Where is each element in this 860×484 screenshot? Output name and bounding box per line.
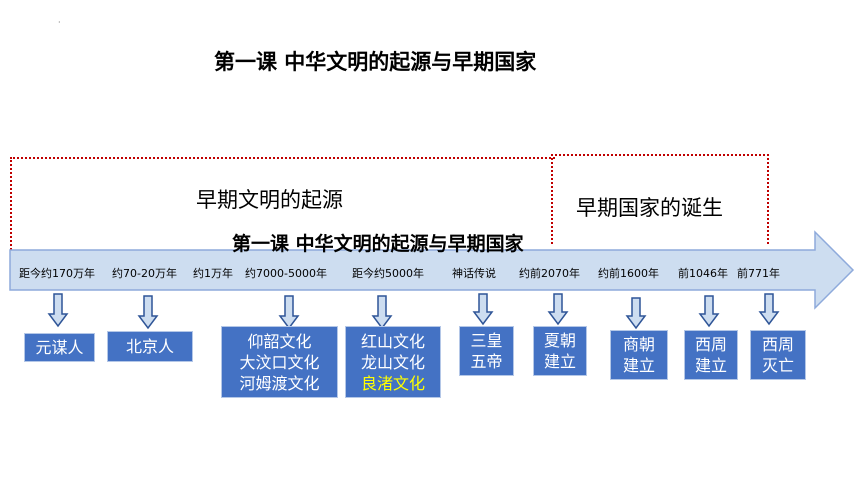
era-label-9: 前1046年 xyxy=(678,267,728,280)
slide-dot: · xyxy=(58,18,61,27)
section-box-early-state xyxy=(551,154,769,244)
down-arrow-8 xyxy=(698,295,720,328)
era-label-4: 约7000-5000年 xyxy=(245,267,327,280)
down-arrow-6 xyxy=(547,293,569,326)
down-arrow-4 xyxy=(371,295,393,330)
down-arrow-7 xyxy=(625,297,647,330)
box-line: 西周 xyxy=(694,335,727,354)
section-box-early-civilization xyxy=(10,157,555,257)
box-line: 夏朝 xyxy=(543,331,576,350)
era-label-6: 神话传说 xyxy=(452,267,496,280)
down-arrow-2 xyxy=(137,295,159,330)
box-xizhou-founded: 西周 建立 xyxy=(684,330,738,380)
box-line: 红山文化 xyxy=(360,331,425,351)
box-yangshao: 仰韶文化 大汶口文化 河姆渡文化 xyxy=(221,326,338,398)
box-line: 三皇 xyxy=(470,331,503,350)
box-line: 商朝 xyxy=(622,335,655,354)
box-line: 灭亡 xyxy=(761,356,794,375)
box-line: 西周 xyxy=(761,335,794,354)
box-line-highlight: 良渚文化 xyxy=(360,373,425,393)
era-label-8: 约前1600年 xyxy=(598,267,659,280)
down-arrow-9 xyxy=(758,293,780,326)
era-label-3: 约1万年 xyxy=(193,267,233,280)
box-yuanmou: 元谋人 xyxy=(24,333,95,362)
era-label-2: 约70-20万年 xyxy=(112,267,177,280)
box-shang: 商朝 建立 xyxy=(610,330,668,380)
era-label-7: 约前2070年 xyxy=(519,267,580,280)
era-label-5: 距今约5000年 xyxy=(352,267,424,280)
down-arrow-1 xyxy=(47,293,69,328)
box-line: 仰韶文化 xyxy=(247,331,312,351)
box-xia: 夏朝 建立 xyxy=(533,326,587,376)
era-label-1: 距今约170万年 xyxy=(19,267,95,280)
page-title: 第一课 中华文明的起源与早期国家 xyxy=(214,50,537,74)
box-hongshan: 红山文化 龙山文化 良渚文化 xyxy=(345,326,441,398)
overlay-title: 第一课 中华文明的起源与早期国家 xyxy=(232,233,524,255)
down-arrow-5 xyxy=(472,293,494,326)
down-arrows xyxy=(47,293,780,330)
box-line: 建立 xyxy=(694,356,727,375)
box-line: 北京人 xyxy=(125,337,174,356)
section-label-early-state: 早期国家的诞生 xyxy=(576,196,723,220)
box-line: 建立 xyxy=(622,356,655,375)
box-xizhou-fall: 西周 灭亡 xyxy=(750,330,806,380)
timeline-arrow xyxy=(9,230,855,310)
box-beijing: 北京人 xyxy=(107,331,193,362)
box-line: 建立 xyxy=(543,352,576,371)
box-line: 龙山文化 xyxy=(360,352,425,372)
box-line: 大汶口文化 xyxy=(239,352,320,372)
era-label-10: 前771年 xyxy=(737,267,780,280)
box-line: 元谋人 xyxy=(35,338,84,357)
box-line: 五帝 xyxy=(470,352,503,371)
box-line: 河姆渡文化 xyxy=(239,373,320,393)
down-arrow-3 xyxy=(278,295,300,330)
section-label-early-civilization: 早期文明的起源 xyxy=(196,188,343,212)
box-sanhuang: 三皇 五帝 xyxy=(459,326,514,376)
